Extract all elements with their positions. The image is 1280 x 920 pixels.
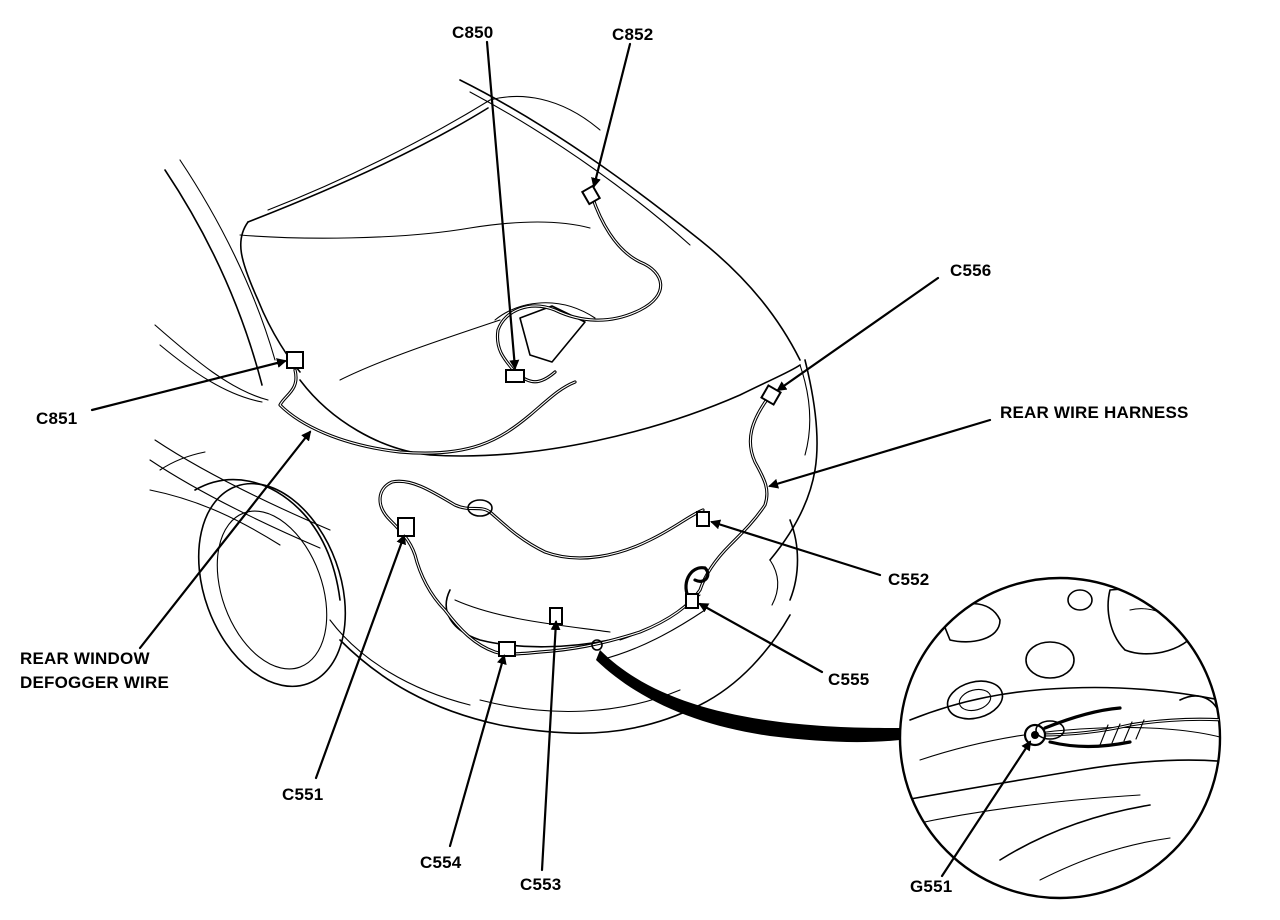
leader-g551	[940, 740, 1032, 878]
label-c850: C850	[452, 23, 493, 42]
leader-c850	[485, 40, 520, 370]
connector-c556	[760, 384, 782, 406]
connector-c554	[498, 641, 516, 657]
label-c556: C556	[950, 261, 991, 280]
label-g551: G551	[910, 877, 952, 896]
zoom-callout-band	[596, 650, 900, 743]
leader-c553	[540, 620, 561, 872]
leader-rear-window-defogger	[138, 430, 312, 650]
connector-c551	[397, 517, 415, 537]
rear-wire-harness-wire	[378, 396, 770, 656]
label-c553: C553	[520, 875, 561, 894]
connector-c852	[580, 184, 602, 206]
rear-window-defogger-wire	[278, 368, 577, 455]
label-c555: C555	[828, 670, 869, 689]
label-rear-window-defogger-line1: REAR WINDOW	[20, 649, 150, 668]
label-c852: C852	[612, 25, 653, 44]
label-c552: C552	[888, 570, 929, 589]
connector-c850	[505, 369, 525, 383]
leader-c552	[710, 519, 882, 577]
connector-c851	[286, 351, 304, 369]
leader-c852	[591, 42, 632, 188]
label-rear-window-defogger-line2: DEFOGGER WIRE	[20, 673, 169, 692]
label-rear-wire-harness: REAR WIRE HARNESS	[1000, 403, 1189, 422]
leader-c551	[314, 534, 406, 780]
leader-c556	[776, 276, 940, 392]
ground-detail-view	[898, 576, 1222, 900]
connector-c552	[696, 511, 710, 527]
label-c554: C554	[420, 853, 462, 872]
car-body-outline	[149, 79, 818, 734]
leader-c554	[448, 654, 507, 848]
leader-rear-wire-harness	[768, 418, 992, 489]
connector-c555	[685, 593, 699, 609]
leader-lines	[90, 40, 1032, 878]
leader-c851	[90, 358, 287, 412]
label-c551: C551	[282, 785, 323, 804]
leader-c555	[698, 602, 824, 674]
label-c851: C851	[36, 409, 77, 428]
trunk-lid-wire	[495, 194, 663, 384]
